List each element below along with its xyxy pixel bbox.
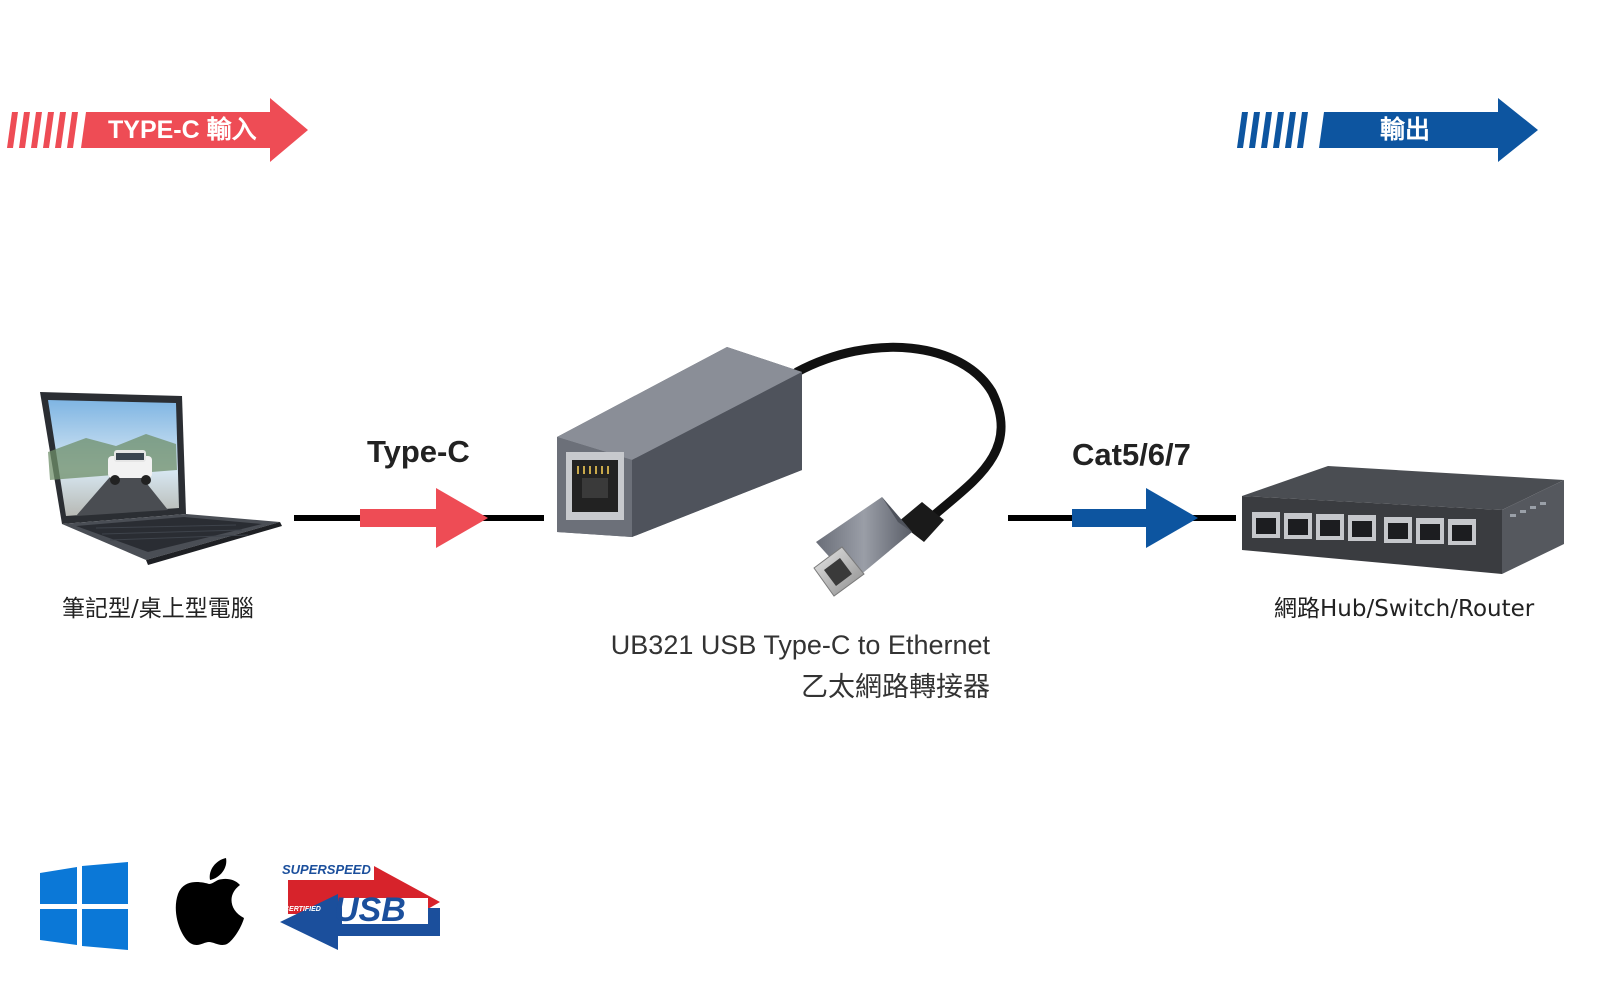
apple-logo-icon [175,858,244,945]
cat-cable-label: Cat5/6/7 [1072,437,1191,472]
network-switch-icon [1242,466,1564,574]
product-name: UB321 USB Type-C to Ethernet [610,630,990,660]
laptop-icon [40,392,282,565]
computer-label: 筆記型/桌上型電腦 [62,596,254,622]
output-banner-arrow [1237,98,1538,162]
ethernet-adapter-icon [557,342,1006,597]
output-banner-label: 輸出 [1380,116,1431,144]
type-c-connection-arrow [294,488,544,548]
product-description: 乙太網路轉接器 [801,672,990,702]
usb-logo-side-text: CERTIFIED [284,906,321,913]
output-banner: 輸出 [1234,98,1544,162]
windows-logo-icon [40,862,128,950]
type-c-label: Type-C [367,434,470,469]
superspeed-usb-logo-icon: SUPERSPEED CERTIFIED USB [280,862,440,950]
usb-logo-main-text: USB [334,891,406,929]
usb-logo-top-text: SUPERSPEED [282,862,371,877]
input-banner: TYPE-C 輸入 [4,98,314,162]
ethernet-connection-arrow [1008,488,1236,548]
network-device-label: 網路Hub/Switch/Router [1274,596,1535,622]
input-banner-label: TYPE-C 輸入 [108,116,257,144]
product-label: UB321 USB Type-C to Ethernet 乙太網路轉接器 [530,624,990,708]
input-banner-arrow [7,98,308,162]
